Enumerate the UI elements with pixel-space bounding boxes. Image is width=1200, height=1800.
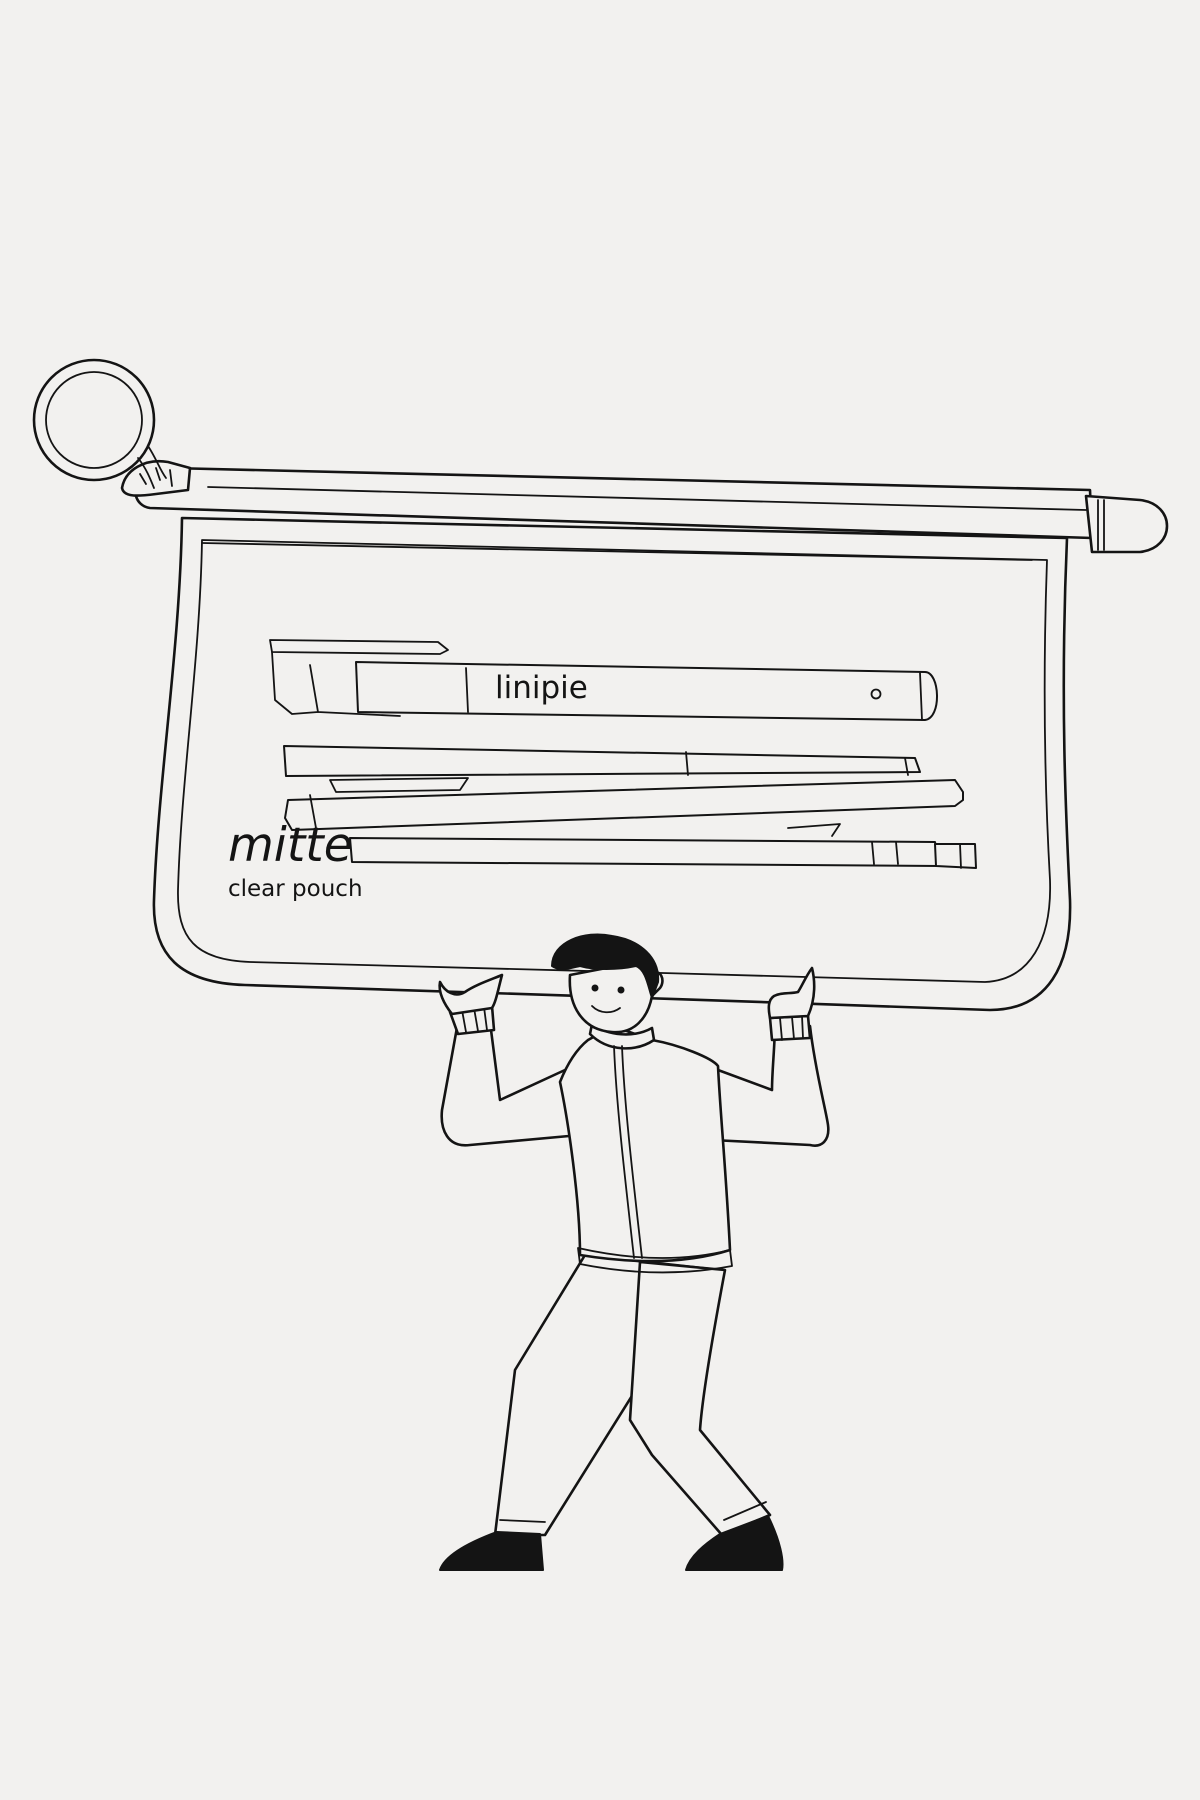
person-arm-right (710, 1020, 830, 1147)
pouch-zipper (120, 459, 1169, 554)
person-torso-jacket (558, 1026, 732, 1263)
pouch-brand-label: mitte (228, 818, 353, 873)
person-shoe-right (685, 1515, 784, 1571)
person-cuff-right (768, 1014, 812, 1042)
person-leg-right (628, 1260, 772, 1537)
pen-brand-label: linipie (495, 670, 588, 706)
person-hand-right (767, 966, 816, 1020)
person-eye-right (617, 986, 625, 994)
person-illustration (438, 933, 830, 1571)
pouch-subtitle-label: clear pouch (228, 876, 363, 902)
pens-group: linipie (269, 639, 977, 869)
person-hand-left (438, 973, 504, 1016)
clear-pouch: linipie mitte clear pouch (32, 358, 1169, 1012)
zipper-slider (120, 459, 192, 497)
person-smile (591, 1005, 621, 1014)
pen-middle (283, 745, 921, 777)
pen-linipie (269, 639, 938, 721)
pen-bottom (349, 823, 977, 869)
pen-long (284, 777, 964, 831)
person-shoe-left (439, 1531, 544, 1571)
person-face (568, 958, 664, 1034)
person-hair (551, 933, 660, 999)
key-ring-icon (32, 358, 167, 489)
zipper-pull-icon (1084, 494, 1169, 554)
pouch-pocket-line (201, 542, 1033, 561)
person-eye-left (591, 984, 599, 992)
